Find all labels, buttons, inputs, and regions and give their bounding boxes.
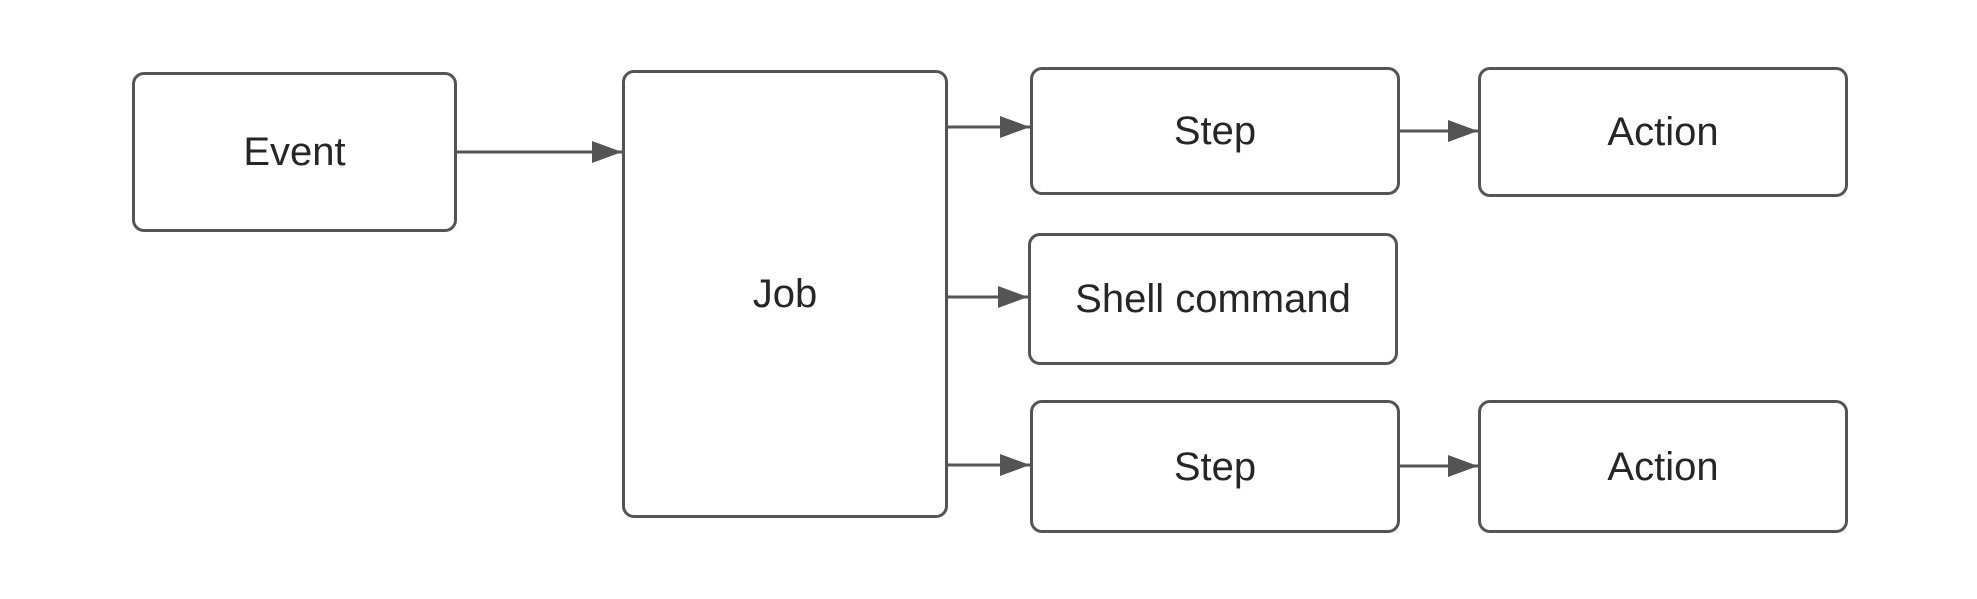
node-job-label: Job (752, 272, 818, 316)
node-job: Job (622, 70, 948, 518)
node-event-label: Event (243, 130, 346, 174)
node-action-top: Action (1478, 67, 1848, 197)
node-action-bottom-label: Action (1607, 444, 1719, 489)
node-step-top: Step (1030, 67, 1400, 195)
node-shell-command-label: Shell command (1075, 277, 1351, 321)
node-event: Event (132, 72, 457, 232)
node-step-top-label: Step (1173, 109, 1257, 153)
node-step-bottom-label: Step (1173, 444, 1257, 489)
node-action-top-label: Action (1607, 110, 1719, 154)
node-step-bottom: Step (1030, 400, 1400, 533)
node-shell-command: Shell command (1028, 233, 1398, 365)
node-action-bottom: Action (1478, 400, 1848, 533)
